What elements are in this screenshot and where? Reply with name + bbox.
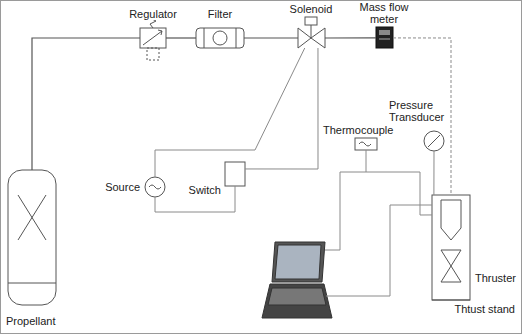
flow-meter-node: Mass flow meter xyxy=(376,27,393,48)
pressure-transducer-symbol xyxy=(424,131,444,151)
component-label: Mass flow meter xyxy=(354,1,414,25)
component-label: Propellant xyxy=(5,315,57,327)
component-label: Thermocouple xyxy=(322,124,394,136)
component-label: Thruster xyxy=(474,272,517,284)
component-label: Thtust stand xyxy=(453,303,516,315)
propellant-tank xyxy=(8,170,56,305)
feed-pipe xyxy=(325,37,376,38)
source-node: Source xyxy=(145,177,165,197)
switch-node: Switch xyxy=(225,162,245,186)
data-wire xyxy=(325,172,432,296)
source-symbol xyxy=(145,177,165,197)
thermocouple-node: Thermocouple xyxy=(355,138,377,150)
solenoid-node: Solenoid xyxy=(298,28,325,48)
signal-wire xyxy=(366,150,432,215)
transducer-node: Pressure Transducer xyxy=(424,131,444,151)
component-label: Switch xyxy=(188,184,222,196)
switch-symbol xyxy=(225,162,245,186)
thruster-node: ThrusterThtust stand xyxy=(432,195,470,300)
component-label: Solenoid xyxy=(289,3,334,15)
filter-node: Filter xyxy=(196,28,244,48)
feed-pipe xyxy=(166,37,196,38)
component-label: Filter xyxy=(207,8,233,20)
regulator-symbol xyxy=(140,15,166,60)
mass-flow-meter-device xyxy=(376,27,393,48)
laptop-computer xyxy=(262,242,332,318)
solenoid-valve xyxy=(298,17,325,48)
filter-symbol xyxy=(196,28,244,48)
feed-pipe xyxy=(244,37,298,38)
component-label: Regulator xyxy=(128,8,178,20)
signal-wire xyxy=(155,48,305,177)
feed-pipe xyxy=(32,38,140,170)
component-label: Source xyxy=(104,181,141,193)
regulator-node: Regulator xyxy=(140,28,166,48)
signal-wire xyxy=(245,48,318,169)
signal-wire xyxy=(433,151,434,195)
thruster-stand xyxy=(432,195,470,300)
component-label: Pressure Transducer xyxy=(388,99,450,123)
tank-node: Propellant xyxy=(8,170,56,305)
thermocouple-symbol xyxy=(355,138,377,150)
